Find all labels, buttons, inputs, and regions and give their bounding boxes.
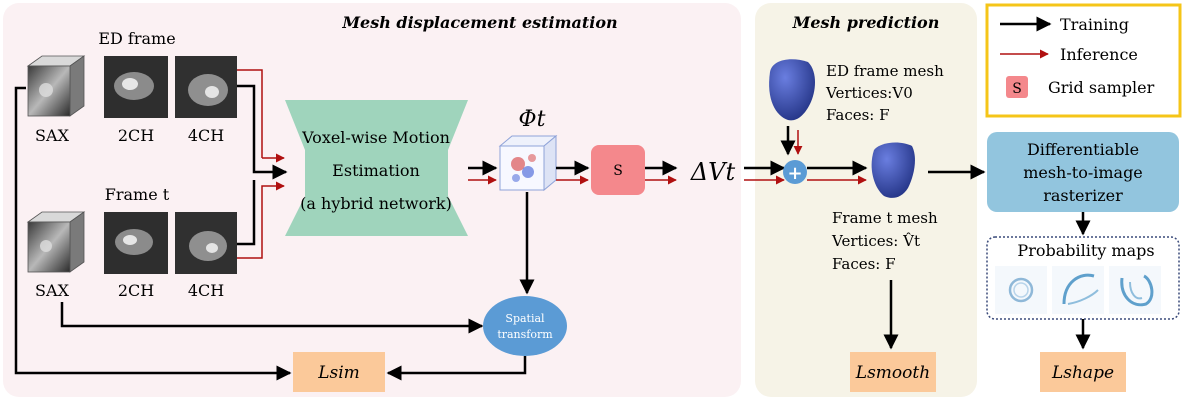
motion-estimation-network: [285, 100, 468, 236]
ed-view-4ch: 4CH: [188, 126, 224, 145]
ed-mesh-faces: Faces: F: [826, 106, 890, 124]
smooth-loss-label: Lsmooth: [855, 363, 930, 383]
legend-sampler-label: Grid sampler: [1048, 78, 1155, 97]
rasterizer-line2: mesh-to-image: [1023, 163, 1143, 182]
estimation-title: Mesh displacement estimation: [341, 13, 617, 32]
ed-4ch-image: [175, 56, 237, 118]
t-2ch-image: [104, 212, 168, 274]
legend-sampler-swatch: [1006, 76, 1028, 98]
spatial-transform-node: [483, 296, 567, 356]
t-input-connectors: [237, 180, 285, 259]
spatial-transform-line2: transform: [497, 328, 553, 341]
probability-map-2ch: [1052, 266, 1104, 314]
t-4ch-image: [175, 212, 237, 274]
ed-2ch-image: [104, 56, 168, 118]
rasterizer-line1: Differentiable: [1027, 140, 1139, 159]
shape-loss-label: Lshape: [1051, 363, 1114, 383]
deformation-field-cube: [498, 134, 558, 192]
ed-input-connectors: [237, 69, 288, 180]
legend-training-label: Training: [1060, 15, 1129, 34]
sax-to-spatial-arrow: [60, 302, 484, 334]
network-line1: Voxel-wise Motion: [301, 128, 450, 147]
legend-sampler-symbol: S: [1012, 81, 1022, 97]
sim-loss-box: [293, 352, 385, 392]
displacement-label: ΔVt: [690, 158, 736, 186]
shape-loss-box: [1040, 352, 1126, 392]
t-mesh-vertices: Vertices: V̂t: [831, 232, 920, 250]
ed-mesh-vertices: Vertices:V0: [825, 84, 913, 102]
t-mesh-title: Frame t mesh: [832, 209, 938, 227]
rasterizer-node: [987, 132, 1179, 212]
sim-loss-label: Lsim: [317, 363, 360, 383]
ed-sax-cube: [26, 55, 86, 117]
t-view-4ch: 4CH: [188, 281, 224, 300]
rasterizer-line3: rasterizer: [1043, 186, 1123, 205]
prediction-title: Mesh prediction: [792, 13, 940, 32]
add-symbol: +: [787, 163, 802, 184]
ed-mesh-title: ED frame mesh: [826, 62, 944, 80]
network-line2: Estimation: [332, 161, 420, 180]
ed-view-2ch: 2CH: [118, 126, 154, 145]
network-line3: (a hybrid network): [300, 194, 452, 213]
ed-frame-label: ED frame: [98, 29, 175, 48]
grid-sampler-node: [591, 145, 645, 195]
smooth-loss-box: [850, 352, 936, 392]
ed-to-sim-loss-arrow: [14, 86, 292, 381]
t-view-2ch: 2CH: [118, 281, 154, 300]
frame-t-mesh: [871, 142, 915, 198]
t-mesh-faces: Faces: F: [832, 255, 896, 273]
spatial-to-sim-loss-arrow: [386, 356, 527, 381]
t-view-sax: SAX: [35, 281, 70, 300]
add-node: [783, 160, 807, 184]
probability-map-4ch: [1109, 266, 1161, 314]
legend-inference-label: Inference: [1060, 45, 1138, 64]
probability-map-sax: [995, 266, 1047, 314]
t-sax-cube: [26, 211, 86, 273]
spatial-transform-line1: Spatial: [505, 312, 545, 325]
grid-sampler-symbol: S: [613, 163, 623, 179]
ed-view-sax: SAX: [35, 126, 70, 145]
probability-maps-label: Probability maps: [1017, 241, 1154, 260]
field-symbol: Φt: [519, 107, 546, 132]
ed-frame-mesh: [769, 59, 815, 121]
frame-t-label: Frame t: [105, 185, 170, 204]
